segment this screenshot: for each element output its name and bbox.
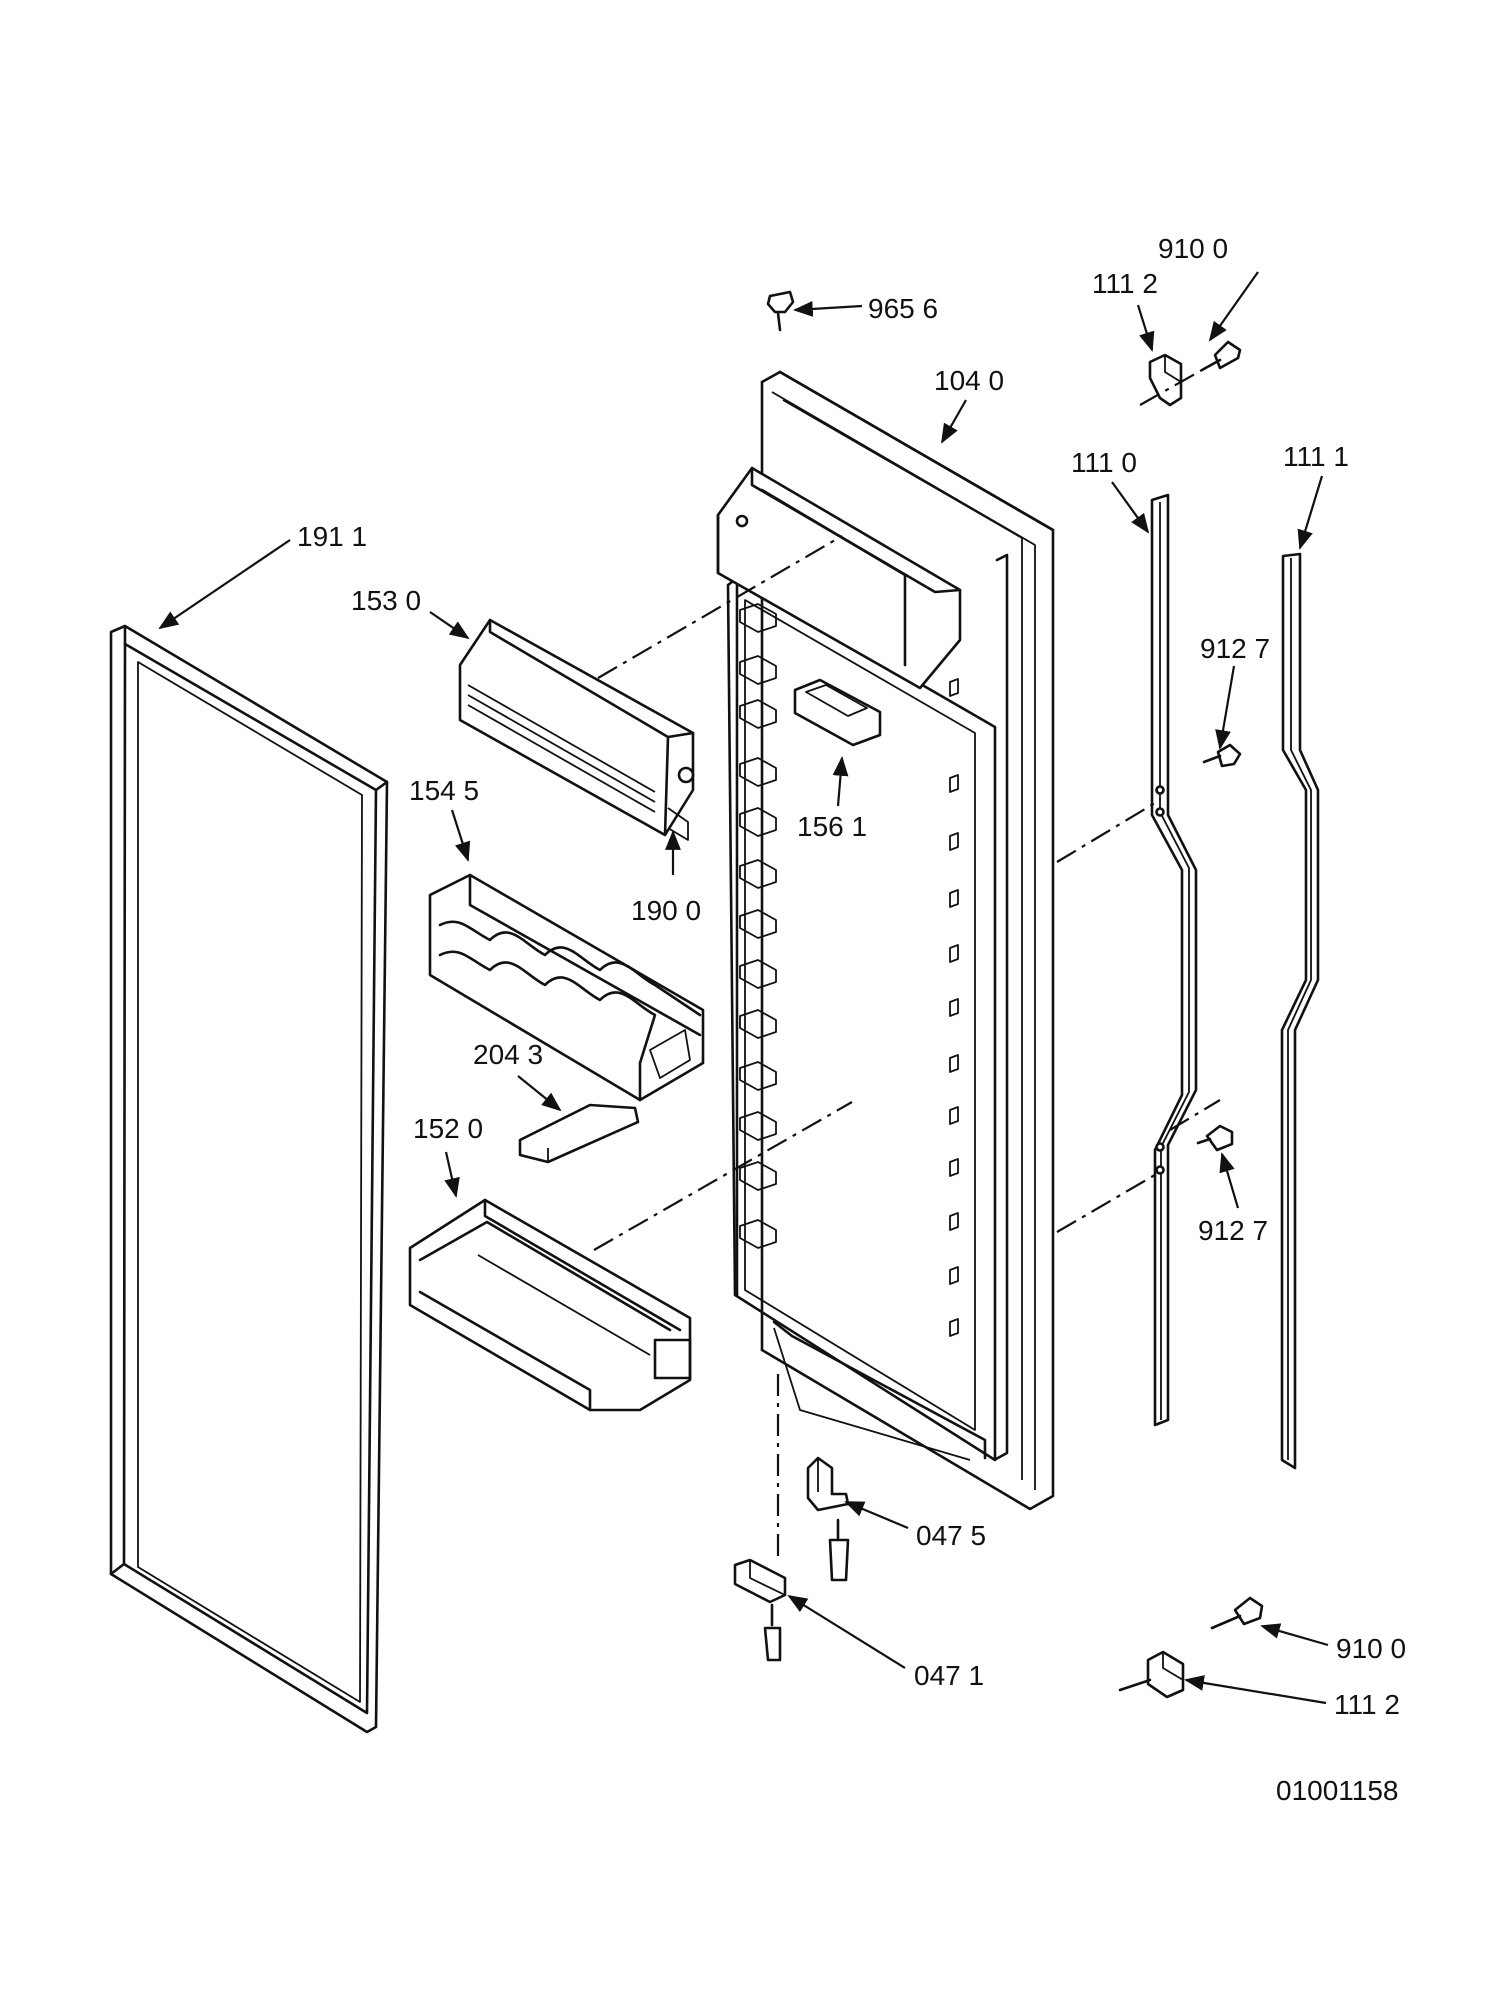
- hinge-bracket-part: [733, 1558, 787, 1662]
- label-204-3: 204 3: [473, 1039, 543, 1070]
- top-hinge-cap-part: [1148, 353, 1183, 407]
- label-910-0-bottom: 910 0: [1336, 1633, 1406, 1664]
- label-047-5: 047 5: [916, 1520, 986, 1551]
- part-labels: 910 0 111 2 965 6 104 0 111 0 111 1 191 …: [297, 233, 1406, 1720]
- label-111-2-top: 111 2: [1092, 268, 1158, 299]
- door-plug-part: [766, 290, 795, 332]
- label-152-0: 152 0: [413, 1113, 483, 1144]
- label-912-7-top: 912 7: [1200, 633, 1270, 664]
- document-number: 01001158: [1276, 1775, 1399, 1806]
- label-154-5: 154 5: [409, 775, 479, 806]
- label-912-7-bottom: 912 7: [1198, 1215, 1268, 1246]
- label-910-0-top: 910 0: [1158, 233, 1228, 264]
- label-191-1: 191 1: [297, 521, 367, 552]
- label-111-0: 111 0: [1071, 447, 1137, 478]
- inner-door-liner-part: [716, 370, 1055, 1511]
- dairy-compartment-part: [458, 618, 695, 841]
- label-153-0: 153 0: [351, 585, 421, 616]
- label-104-0: 104 0: [934, 365, 1004, 396]
- label-111-2-bottom: 111 2: [1334, 1689, 1400, 1720]
- bottom-hinge-cap-part: [1118, 1650, 1185, 1699]
- shelf-clip-part: [518, 1103, 640, 1164]
- label-190-0: 190 0: [631, 895, 701, 926]
- door-handle-part: [1150, 493, 1198, 1427]
- handle-screw-upper-part: [1202, 743, 1242, 768]
- label-111-1: 111 1: [1283, 441, 1349, 472]
- door-gasket-part: [109, 624, 389, 1734]
- egg-tray-part: [428, 873, 705, 1102]
- top-screw-part: [1200, 340, 1242, 372]
- label-047-1: 047 1: [914, 1660, 984, 1691]
- label-965-6: 965 6: [868, 293, 938, 324]
- alignment-lines: [593, 369, 1221, 1560]
- handle-trim-part: [1280, 552, 1320, 1470]
- door-bin-part: [408, 1198, 692, 1412]
- leader-arrows: [158, 271, 1329, 1705]
- hinge-pin-part: [806, 1456, 850, 1582]
- handle-screw-lower-part: [1196, 1124, 1234, 1152]
- label-156-1: 156 1: [797, 811, 867, 842]
- bottom-screw-part: [1210, 1596, 1264, 1630]
